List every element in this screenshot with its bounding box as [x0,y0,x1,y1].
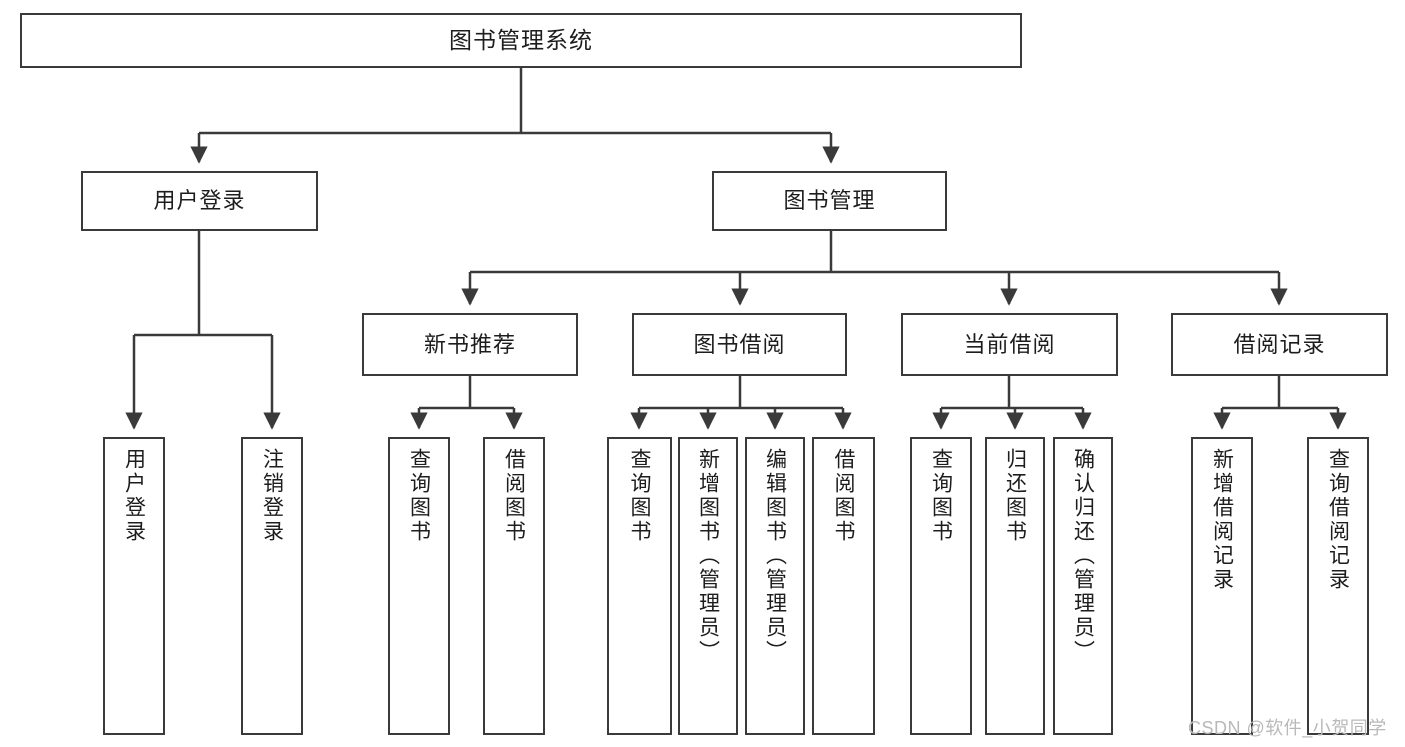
node-root-label: 图书管理系统 [449,27,593,54]
node-new-book-recommend[interactable]: 新书推荐 [362,313,578,376]
node-current-borrow[interactable]: 当前借阅 [901,313,1118,376]
leaf-logout[interactable]: 注销登录 [241,437,303,735]
leaf-edit-book-admin-label: 编辑图书（管理员） [763,448,787,664]
watermark: CSDN @软件_小贺同学 [1188,718,1387,738]
leaf-logout-label: 注销登录 [260,448,284,544]
node-new-book-recommend-label: 新书推荐 [423,331,516,357]
node-book-management[interactable]: 图书管理 [712,171,947,231]
leaf-borrow-book[interactable]: 借阅图书 [812,437,875,735]
node-book-borrow[interactable]: 图书借阅 [632,313,847,376]
node-user-login-label: 用户登录 [153,188,246,214]
leaf-borrow-book-recommend-label: 借阅图书 [502,448,526,544]
node-borrow-record-label: 借阅记录 [1233,331,1326,357]
node-current-borrow-label: 当前借阅 [963,331,1056,357]
leaf-confirm-return-admin[interactable]: 确认归还（管理员） [1053,437,1113,735]
leaf-return-book[interactable]: 归还图书 [985,437,1045,735]
leaf-add-borrow-record-label: 新增借阅记录 [1210,448,1234,592]
node-book-borrow-label: 图书借阅 [693,331,786,357]
leaf-query-book-borrow-label: 查询图书 [628,448,651,544]
node-book-management-label: 图书管理 [783,188,876,214]
leaf-add-book-admin[interactable]: 新增图书（管理员） [678,437,738,735]
leaf-borrow-book-recommend[interactable]: 借阅图书 [483,437,545,735]
leaf-edit-book-admin[interactable]: 编辑图书（管理员） [745,437,805,735]
leaf-query-book-current-label: 查询图书 [929,448,953,544]
leaf-query-borrow-record-label: 查询借阅记录 [1326,448,1350,592]
leaf-return-book-label: 归还图书 [1003,448,1027,544]
leaf-user-login[interactable]: 用户登录 [103,437,165,735]
leaf-query-borrow-record[interactable]: 查询借阅记录 [1307,437,1369,735]
node-borrow-record[interactable]: 借阅记录 [1171,313,1388,376]
leaf-query-book-current[interactable]: 查询图书 [910,437,972,735]
leaf-query-book-borrow[interactable]: 查询图书 [607,437,672,735]
leaf-query-book-recommend[interactable]: 查询图书 [388,437,450,735]
leaf-confirm-return-admin-label: 确认归还（管理员） [1071,448,1095,664]
leaf-user-login-label: 用户登录 [122,448,146,544]
leaf-query-book-recommend-label: 查询图书 [407,448,431,544]
leaf-add-book-admin-label: 新增图书（管理员） [696,448,720,664]
leaf-borrow-book-label: 借阅图书 [832,448,855,544]
node-root[interactable]: 图书管理系统 [20,13,1022,68]
leaf-add-borrow-record[interactable]: 新增借阅记录 [1191,437,1253,735]
node-user-login[interactable]: 用户登录 [81,171,318,231]
